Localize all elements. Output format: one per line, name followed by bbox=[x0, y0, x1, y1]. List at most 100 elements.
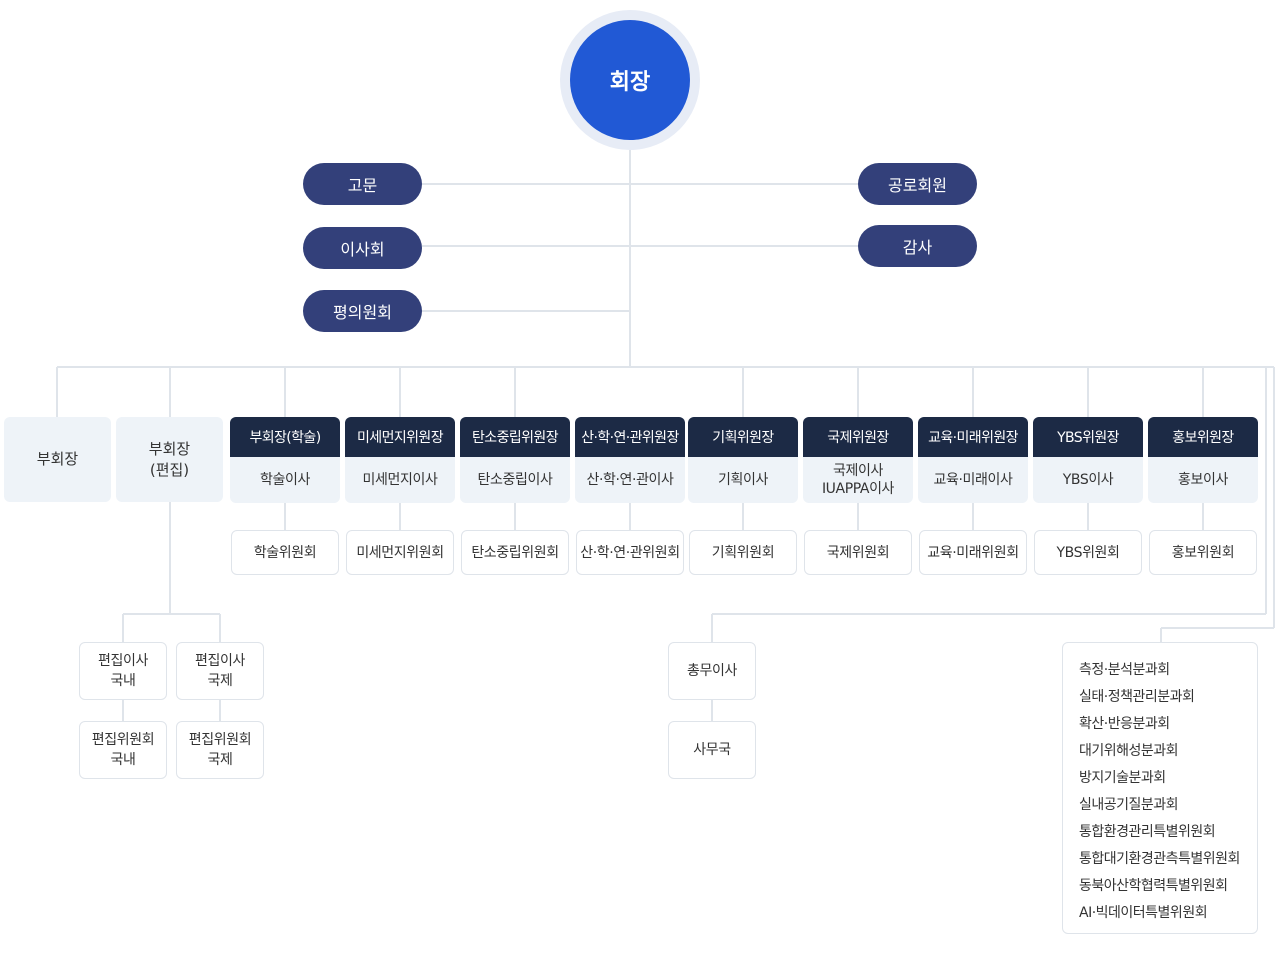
director-title: 학술이사 bbox=[260, 472, 310, 488]
committee-node: YBS위원회 bbox=[1034, 530, 1142, 575]
committee-label: 기획위원회 bbox=[711, 544, 775, 561]
general-affairs-director-label: 총무이사 bbox=[687, 663, 737, 679]
director-card: 교육·미래위원장 교육·미래이사 bbox=[918, 417, 1028, 503]
subcommittee-item: 대기위해성분과회 bbox=[1079, 743, 1179, 759]
subcommittee-item: 통합환경관리특별위원회 bbox=[1079, 824, 1216, 840]
editorial-committee-domestic-node: 편집위원회 국내 bbox=[79, 721, 167, 779]
subcommittee-item: 동북아산학협력특별위원회 bbox=[1079, 878, 1228, 894]
director-title: 미세먼지이사 bbox=[362, 472, 438, 488]
director-title: 탄소중립이사 bbox=[477, 472, 553, 488]
director-card: 탄소중립위원장 탄소중립이사 bbox=[460, 417, 570, 503]
director-title: 기획이사 bbox=[718, 472, 768, 488]
advisor-node: 고문 bbox=[303, 163, 422, 205]
subcommittee-item: 실태·정책관리분과회 bbox=[1079, 689, 1195, 705]
vice-president-node: 부회장 bbox=[4, 417, 111, 502]
director-card-header: 미세먼지위원장 bbox=[345, 417, 455, 457]
director-card-body: 기획이사 bbox=[688, 457, 798, 503]
director-card-header: 교육·미래위원장 bbox=[918, 417, 1028, 457]
committee-node: 홍보위원회 bbox=[1149, 530, 1257, 575]
director-card-body: 국제이사 IUAPPA이사 bbox=[803, 457, 913, 503]
subcommittee-item: 방지기술분과회 bbox=[1079, 770, 1166, 786]
committee-node: 탄소중립위원회 bbox=[461, 530, 569, 575]
committee-label: 탄소중립위원회 bbox=[471, 544, 559, 561]
committee-node: 학술위원회 bbox=[231, 530, 339, 575]
committee-node: 산·학·연·관위원회 bbox=[576, 530, 684, 575]
vice-president-editorial-line-1: 부회장 bbox=[148, 439, 191, 458]
secretariat-node: 사무국 bbox=[668, 721, 756, 779]
editorial-director-domestic-line-2: 국내 bbox=[110, 673, 136, 689]
committee-label: 국제위원회 bbox=[826, 544, 890, 561]
director-card-body: 미세먼지이사 bbox=[345, 457, 455, 503]
editorial-director-domestic-line-1: 편집이사 bbox=[98, 653, 148, 669]
vice-president-editorial-node: 부회장 (편집) bbox=[116, 417, 223, 502]
president-node: 회장 bbox=[570, 20, 690, 140]
subcommittee-list: 측정·분석분과회 실태·정책관리분과회 확산·반응분과회 대기위해성분과회 방지… bbox=[1062, 642, 1258, 934]
director-card-header: 국제위원장 bbox=[803, 417, 913, 457]
subcommittee-item: 확산·반응분과회 bbox=[1079, 716, 1170, 732]
committee-label: 홍보위원회 bbox=[1171, 544, 1235, 561]
director-card-body: 산·학·연·관이사 bbox=[575, 457, 685, 503]
editorial-committee-domestic-line-2: 국내 bbox=[110, 752, 136, 768]
director-card-body: YBS이사 bbox=[1033, 457, 1143, 503]
director-card: 미세먼지위원장 미세먼지이사 bbox=[345, 417, 455, 503]
general-affairs-director-node: 총무이사 bbox=[668, 642, 756, 700]
director-card-header: 산·학·연·관위원장 bbox=[575, 417, 685, 457]
director-card: 국제위원장 국제이사 IUAPPA이사 bbox=[803, 417, 913, 503]
director-card-header: YBS위원장 bbox=[1033, 417, 1143, 457]
auditor-label: 감사 bbox=[902, 238, 933, 257]
board-of-directors-node: 이사회 bbox=[303, 227, 422, 269]
director-card-body: 학술이사 bbox=[230, 457, 340, 503]
auditor-node: 감사 bbox=[858, 225, 977, 267]
editorial-committee-international-line-1: 편집위원회 bbox=[188, 732, 252, 748]
committee-label: 산·학·연·관위원회 bbox=[580, 544, 680, 561]
editorial-committee-domestic-line-1: 편집위원회 bbox=[91, 732, 155, 748]
director-card: 기획위원장 기획이사 bbox=[688, 417, 798, 503]
committee-node: 미세먼지위원회 bbox=[346, 530, 454, 575]
subcommittee-item: 통합대기환경관측특별위원회 bbox=[1079, 851, 1240, 867]
committee-label: 교육·미래위원회 bbox=[927, 544, 1019, 561]
subcommittee-item: 실내공기질분과회 bbox=[1079, 797, 1179, 813]
board-label: 이사회 bbox=[340, 240, 385, 259]
director-card: 산·학·연·관위원장 산·학·연·관이사 bbox=[575, 417, 685, 503]
committee-node: 교육·미래위원회 bbox=[919, 530, 1027, 575]
director-card-body: 홍보이사 bbox=[1148, 457, 1258, 503]
director-card-header: 기획위원장 bbox=[688, 417, 798, 457]
committee-label: 미세먼지위원회 bbox=[356, 544, 444, 561]
director-title: 교육·미래이사 bbox=[933, 472, 1013, 488]
secretariat-label: 사무국 bbox=[693, 742, 731, 758]
director-card: 홍보위원장 홍보이사 bbox=[1148, 417, 1258, 503]
director-title: YBS이사 bbox=[1062, 472, 1114, 488]
honorary-member-node: 공로회원 bbox=[858, 163, 977, 205]
director-title: 홍보이사 bbox=[1178, 472, 1228, 488]
vice-president-label: 부회장 bbox=[36, 450, 79, 468]
director-card: YBS위원장 YBS이사 bbox=[1033, 417, 1143, 503]
editorial-director-international-node: 편집이사 국제 bbox=[176, 642, 264, 700]
editorial-director-international-line-2: 국제 bbox=[207, 673, 233, 689]
honorary-member-label: 공로회원 bbox=[888, 176, 947, 195]
committee-node: 기획위원회 bbox=[689, 530, 797, 575]
director-card-header: 홍보위원장 bbox=[1148, 417, 1258, 457]
committee-node: 국제위원회 bbox=[804, 530, 912, 575]
editorial-committee-international-node: 편집위원회 국제 bbox=[176, 721, 264, 779]
president-label: 회장 bbox=[609, 70, 651, 95]
council-node: 평의원회 bbox=[303, 290, 422, 332]
vice-president-editorial-line-2: (편집) bbox=[149, 460, 190, 479]
committee-label: 학술위원회 bbox=[253, 544, 317, 561]
director-title: IUAPPA이사 bbox=[821, 481, 895, 497]
subcommittee-item: 측정·분석분과회 bbox=[1079, 662, 1170, 678]
director-card-header: 부회장(학술) bbox=[230, 417, 340, 457]
director-card: 부회장(학술) 학술이사 bbox=[230, 417, 340, 503]
advisor-label: 고문 bbox=[347, 176, 378, 195]
director-title: 산·학·연·관이사 bbox=[586, 472, 674, 488]
director-card-header: 탄소중립위원장 bbox=[460, 417, 570, 457]
council-label: 평의원회 bbox=[333, 303, 392, 322]
director-card-body: 교육·미래이사 bbox=[918, 457, 1028, 503]
director-title: 국제이사 bbox=[833, 463, 883, 479]
editorial-director-domestic-node: 편집이사 국내 bbox=[79, 642, 167, 700]
subcommittee-item: AI·빅데이터특별위원회 bbox=[1079, 905, 1208, 921]
director-card-body: 탄소중립이사 bbox=[460, 457, 570, 503]
editorial-director-international-line-1: 편집이사 bbox=[195, 653, 245, 669]
editorial-committee-international-line-2: 국제 bbox=[207, 752, 233, 768]
